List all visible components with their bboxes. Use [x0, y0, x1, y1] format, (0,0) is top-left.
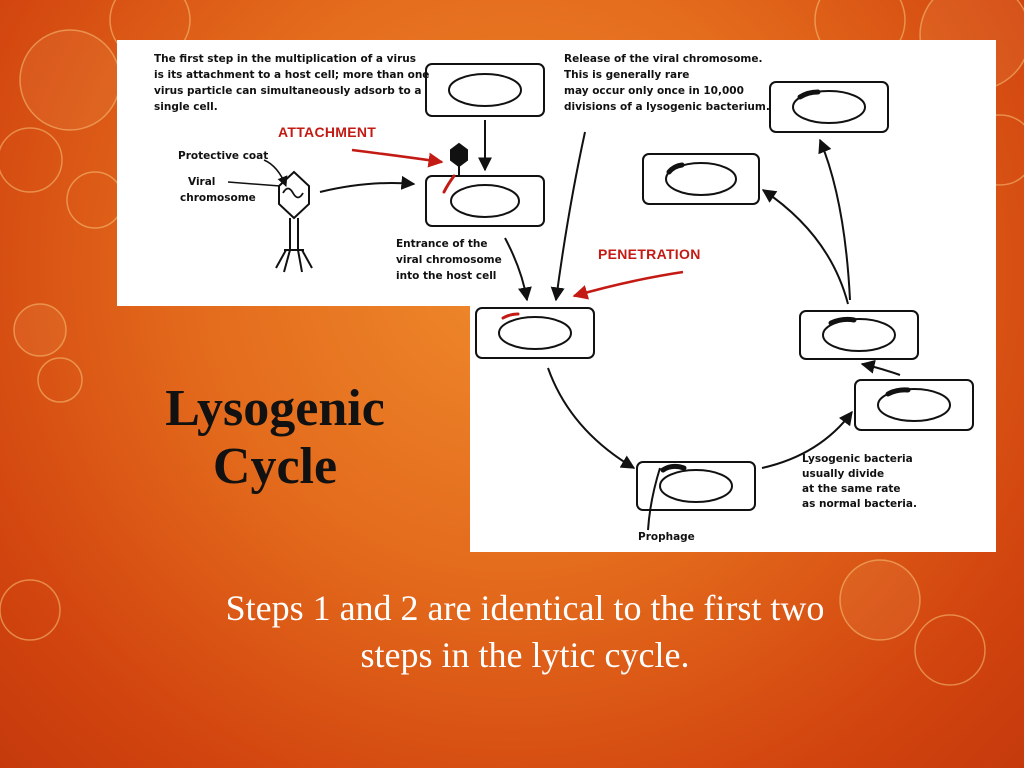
slide-title-line-1: Lysogenic [165, 380, 385, 437]
attached-virus [450, 142, 468, 176]
attachment-callout: ATTACHMENT [278, 124, 376, 140]
note-first-step-line-2: is its attachment to a host cell; more t… [154, 69, 429, 81]
note-first-step-line-1: The first step in the multiplication of … [154, 53, 416, 65]
note-division-line-2: usually divide [802, 468, 884, 480]
diagram-panel-top [117, 40, 996, 306]
cell-prophage [636, 461, 756, 511]
label-prophage: Prophage [638, 531, 695, 543]
label-viral-chromosome-2: chromosome [180, 192, 256, 204]
slide-title: Lysogenic Cycle [100, 380, 450, 496]
cell-lysogenic-right [799, 310, 919, 360]
slide-caption-line-2: steps in the lytic cycle. [360, 635, 690, 675]
note-division-line-4: as normal bacteria. [802, 498, 917, 510]
cell-dividing [854, 379, 974, 431]
note-entrance-line-3: into the host cell [396, 270, 496, 282]
cell-initial [425, 63, 545, 117]
label-viral-chromosome-1: Viral [188, 176, 215, 188]
note-release-line-3: may occur only once in 10,000 [564, 85, 744, 97]
cell-penetration [475, 307, 595, 359]
cell-release [769, 81, 889, 133]
bacteriophage-illustration [275, 170, 313, 273]
slide-caption: Steps 1 and 2 are identical to the first… [60, 585, 990, 679]
penetration-callout: PENETRATION [598, 246, 701, 262]
cell-attachment [425, 175, 545, 227]
note-entrance-line-2: viral chromosome [396, 254, 502, 266]
label-protective-coat: Protective coat [178, 150, 268, 162]
note-first-step-line-3: virus particle can simultaneously adsorb… [154, 85, 421, 97]
cell-lysogenic-top-left [642, 153, 760, 205]
note-first-step-line-4: single cell. [154, 101, 218, 113]
note-entrance-line-1: Entrance of the [396, 238, 487, 250]
note-release-line-1: Release of the viral chromosome. [564, 53, 762, 65]
note-division-line-1: Lysogenic bacteria [802, 453, 913, 465]
note-division-line-3: at the same rate [802, 483, 901, 495]
slide-title-line-2: Cycle [212, 438, 338, 495]
slide-caption-line-1: Steps 1 and 2 are identical to the first… [225, 588, 825, 628]
note-release-line-2: This is generally rare [564, 69, 689, 81]
note-release-line-4: divisions of a lysogenic bacterium. [564, 101, 770, 113]
